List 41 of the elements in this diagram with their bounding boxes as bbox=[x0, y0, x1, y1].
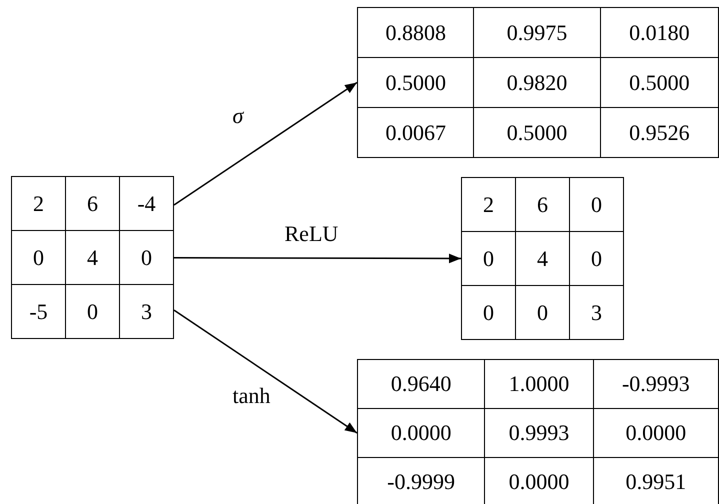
arrow bbox=[174, 310, 358, 434]
matrix-table bbox=[11, 176, 174, 339]
matrix-cell: 0 bbox=[462, 286, 516, 340]
matrix-cell: 0.9975 bbox=[474, 8, 600, 58]
matrix-cell: 4 bbox=[66, 230, 120, 284]
matrix-cell: 0 bbox=[66, 284, 120, 338]
matrix-cell: -5 bbox=[12, 284, 66, 338]
matrix-cell: 4 bbox=[516, 232, 570, 286]
matrix-cell: 0.5000 bbox=[600, 58, 718, 108]
matrix-cell: -4 bbox=[120, 176, 174, 230]
matrix-cell: 0.8808 bbox=[358, 8, 474, 58]
matrix-cell: 0.9526 bbox=[600, 108, 718, 158]
matrix-cell: 0 bbox=[120, 230, 174, 284]
matrix-cell: 0 bbox=[570, 178, 624, 232]
matrix-cell: 0.5000 bbox=[358, 58, 474, 108]
matrix-cell: 1.0000 bbox=[484, 360, 594, 408]
matrix-table bbox=[461, 177, 624, 340]
matrix-cell: 0.0000 bbox=[593, 408, 718, 458]
matrix-table bbox=[357, 359, 719, 504]
arrow bbox=[174, 254, 461, 264]
matrix-cell: 6 bbox=[516, 178, 570, 232]
matrix-cell: 0.0067 bbox=[358, 108, 474, 158]
matrix-cell: 0 bbox=[570, 232, 624, 286]
matrix-cell: 0 bbox=[462, 232, 516, 286]
arrow bbox=[174, 82, 358, 206]
matrix-cell: 2 bbox=[12, 176, 66, 230]
matrix-cell: -0.9993 bbox=[593, 360, 718, 408]
matrix-cell: 0.5000 bbox=[474, 108, 600, 158]
matrix-table bbox=[357, 7, 719, 158]
matrix-cell: 0 bbox=[516, 286, 570, 340]
matrix-cell: 3 bbox=[120, 284, 174, 338]
matrix-cell: -0.9999 bbox=[358, 458, 485, 504]
matrix-cell: 0.9820 bbox=[474, 58, 600, 108]
matrix-cell: 0 bbox=[12, 230, 66, 284]
matrix-cell: 6 bbox=[66, 176, 120, 230]
matrix-cell: 2 bbox=[462, 178, 516, 232]
matrix-cell: 0.0180 bbox=[600, 8, 718, 58]
matrix-cell: 0.9640 bbox=[358, 360, 485, 408]
matrix-cell: 0.0000 bbox=[358, 408, 485, 458]
matrix-cell: 0.9993 bbox=[484, 408, 594, 458]
matrix-cell: 3 bbox=[570, 286, 624, 340]
